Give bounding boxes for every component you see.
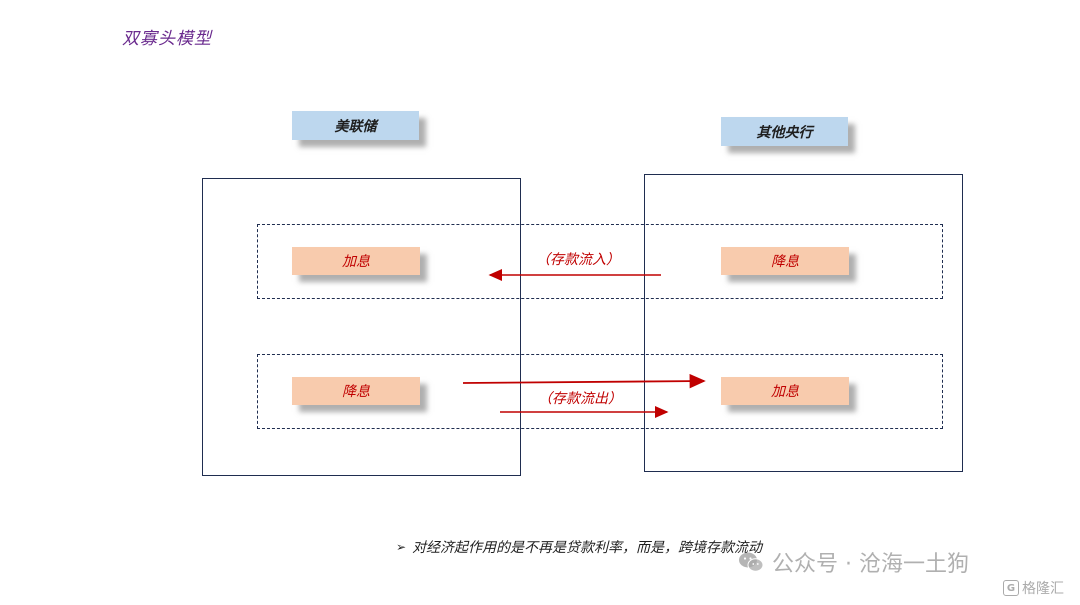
slide-title: 双寡头模型	[122, 29, 212, 49]
watermark: 公众号 · 沧海一土狗	[738, 546, 969, 578]
arrow-bullet-icon: ➢	[396, 540, 407, 554]
other-rate-cut-box: 降息	[721, 247, 849, 275]
deposit-outflow-label: （存款流出）	[538, 391, 622, 407]
fed-header: 美联储	[292, 111, 419, 140]
logo-text: 格隆汇	[1022, 581, 1064, 597]
logo-g-icon: G	[1003, 580, 1019, 596]
fed-rate-hike-box: 加息	[292, 247, 420, 275]
rate-row-1-band	[257, 224, 943, 299]
conclusion-line: ➢ 对经济起作用的是不再是贷款利率，而是，跨境存款流动	[396, 537, 762, 557]
other-rate-hike-box: 加息	[721, 377, 849, 405]
watermark-text: 公众号 · 沧海一土狗	[772, 552, 969, 577]
rate-row-2-band	[257, 354, 943, 429]
wechat-icon	[739, 552, 764, 572]
other-central-banks-header: 其他央行	[721, 117, 848, 146]
other-central-banks-frame	[644, 174, 963, 472]
fed-frame	[202, 178, 521, 476]
fed-rate-cut-box: 降息	[292, 377, 420, 405]
gelonghui-logo: G 格隆汇	[1003, 578, 1064, 598]
conclusion-text: 对经济起作用的是不再是贷款利率，而是，跨境存款流动	[412, 540, 763, 556]
deposit-inflow-label: （存款流入）	[536, 252, 620, 268]
